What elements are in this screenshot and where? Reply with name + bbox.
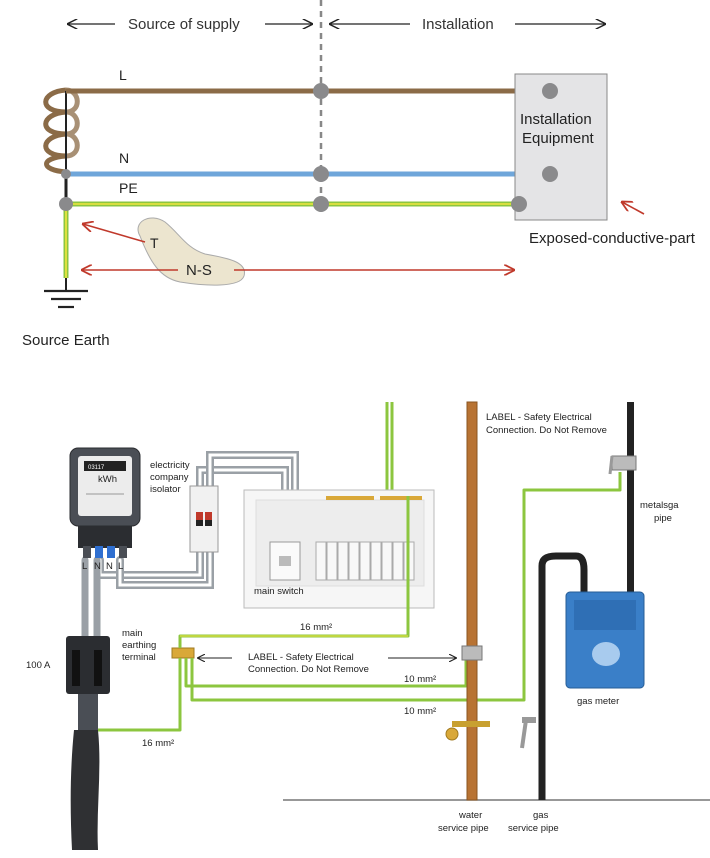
isolator-label-line2: company	[150, 472, 189, 483]
meter-terminal-n2: N	[106, 561, 113, 572]
label-source-earth: Source Earth	[22, 332, 110, 349]
label-pe: PE	[119, 180, 138, 196]
isolator-label-line3: isolator	[150, 484, 181, 495]
ns-blob	[137, 217, 245, 286]
header-source-of-supply: Source of supply	[128, 16, 240, 33]
size-10-b: 10 mm²	[404, 706, 436, 717]
label-top-line2: Connection. Do Not Remove	[486, 425, 607, 436]
electricity-meter: 03117 kWh L N N L	[69, 447, 141, 572]
metal-gas-pipe	[627, 402, 634, 598]
meter-terminal-l2: L	[118, 561, 123, 572]
earth-symbol-icon	[44, 289, 88, 309]
tn-s-schematic: Source of supply Installation L N PE	[22, 0, 696, 349]
gas-service-pipe	[538, 552, 588, 800]
gas-pipe-line1: gas	[533, 810, 549, 821]
size-16-top: 16 mm²	[300, 622, 332, 633]
gas-meter-label: gas meter	[577, 696, 619, 707]
water-service-pipe	[466, 401, 478, 801]
gas-pipe-line2: service pipe	[508, 823, 559, 834]
label-top-line1: LABEL - Safety Electrical	[486, 412, 592, 423]
exposed-part-arrow	[622, 202, 645, 215]
main-switch-label: main switch	[254, 586, 304, 597]
gas-meter	[565, 591, 645, 689]
company-isolator	[189, 485, 219, 553]
meter-reading: 03117	[88, 465, 105, 471]
label-exposed-part: Exposed-conductive-part	[529, 230, 696, 247]
met-label-line1: main	[122, 628, 143, 639]
label-mid-line1: LABEL - Safety Electrical	[248, 652, 354, 663]
met-label-line3: terminal	[122, 652, 156, 663]
metal-pipe-line2: pipe	[654, 513, 672, 524]
label-l: L	[119, 67, 127, 83]
service-head	[66, 636, 110, 850]
equipment-label-line2: Equipment	[522, 130, 595, 147]
main-earthing-terminal	[171, 647, 195, 659]
t-arrow	[83, 224, 146, 243]
size-16-bottom: 16 mm²	[142, 738, 174, 749]
equipment-label-line1: Installation	[520, 111, 592, 128]
label-ns: N-S	[186, 262, 212, 279]
metal-pipe-line1: metalsga	[640, 500, 679, 511]
isolator-label-line1: electricity	[150, 460, 190, 471]
meter-terminal-n1: N	[94, 561, 101, 572]
amp-rating: 100 A	[26, 660, 51, 671]
label-n: N	[119, 150, 129, 166]
water-pipe-line2: service pipe	[438, 823, 489, 834]
label-mid-line2: Connection. Do Not Remove	[248, 664, 369, 675]
household-earthing-illustration: 03117 kWh L N N L electricity company is…	[26, 401, 710, 850]
water-pipe-line1: water	[458, 810, 482, 821]
meter-terminal-l1: L	[82, 561, 87, 572]
transformer-coil	[43, 87, 80, 175]
size-10-a: 10 mm²	[404, 674, 436, 685]
met-label-line2: earthing	[122, 640, 156, 651]
junction-dots	[59, 83, 558, 212]
label-t: T	[150, 235, 159, 251]
consumer-unit	[243, 489, 435, 609]
installation-equipment-box	[514, 73, 608, 221]
meter-unit: kWh	[98, 474, 117, 485]
header-installation: Installation	[422, 16, 494, 33]
